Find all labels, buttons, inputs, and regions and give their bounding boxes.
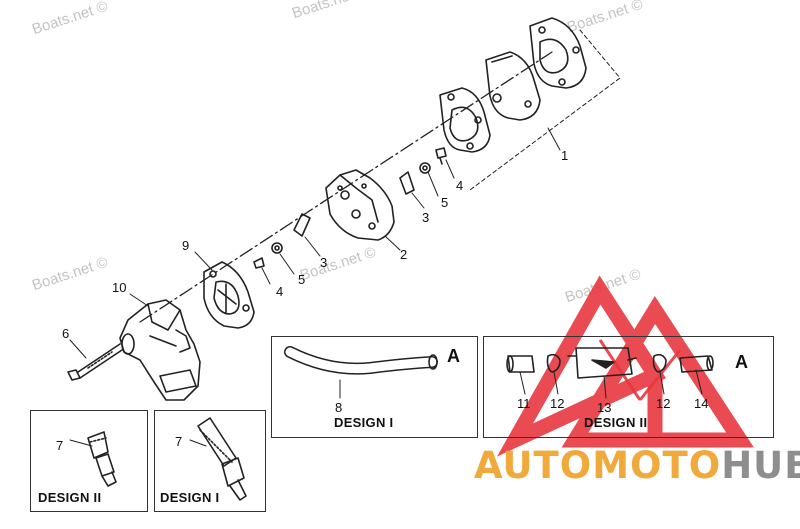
clamp xyxy=(546,353,561,373)
callout-4: 4 xyxy=(276,284,284,299)
callout-6: 6 xyxy=(62,326,70,341)
reed-valve xyxy=(399,171,415,195)
logo-text-hub: HUB xyxy=(721,444,800,487)
clamp xyxy=(652,353,667,373)
gasket-back xyxy=(529,17,587,89)
callout-4: 4 xyxy=(456,178,464,193)
reference-letter: A xyxy=(447,346,460,366)
callout-7: 7 xyxy=(175,434,183,449)
design-label: DESIGN II xyxy=(584,415,648,430)
hose-design-box xyxy=(271,336,478,438)
callout-12: 12 xyxy=(656,396,671,411)
fitting-design-2 xyxy=(87,431,117,487)
callout-3: 3 xyxy=(320,255,328,270)
fitting-design-2-box xyxy=(30,410,148,512)
washer xyxy=(419,162,431,174)
gasket-front xyxy=(439,87,491,153)
callout-2: 2 xyxy=(400,247,408,262)
hose-short xyxy=(507,355,535,373)
callout-1: 1 xyxy=(561,148,569,163)
gasket-9 xyxy=(203,261,255,329)
design-label: DESIGN II xyxy=(38,490,102,505)
callout-13: 13 xyxy=(597,400,612,415)
design-label: DESIGN I xyxy=(334,415,394,430)
callout-10: 10 xyxy=(112,280,127,295)
logo-wordmark: AUTOMOTOHUB xyxy=(474,444,800,487)
callout-14: 14 xyxy=(694,396,709,411)
logo-text-moto: MOTO xyxy=(592,444,722,487)
inline-filter xyxy=(575,347,633,379)
fitting-design-1 xyxy=(197,417,247,501)
reference-letter: A xyxy=(735,352,748,372)
callout-3: 3 xyxy=(422,210,430,225)
callout-5: 5 xyxy=(441,195,449,210)
logo-text-auto: AUTO xyxy=(474,444,593,487)
filter-design-box xyxy=(483,336,774,438)
pump-housing xyxy=(119,299,201,401)
hose-short xyxy=(679,355,713,373)
screw xyxy=(435,147,447,159)
bolt-6 xyxy=(67,343,123,381)
pump-body xyxy=(325,169,395,241)
design-label: DESIGN I xyxy=(160,490,220,505)
plate-middle xyxy=(485,51,541,121)
reed-valve xyxy=(293,213,311,237)
callout-9: 9 xyxy=(182,238,190,253)
callout-8: 8 xyxy=(335,400,343,415)
callout-11: 11 xyxy=(517,396,531,411)
callout-7: 7 xyxy=(56,438,64,453)
callout-12: 12 xyxy=(550,396,565,411)
screw xyxy=(253,257,265,269)
washer xyxy=(271,242,283,254)
fitting-design-1-box xyxy=(154,410,266,512)
callout-5: 5 xyxy=(298,272,306,287)
